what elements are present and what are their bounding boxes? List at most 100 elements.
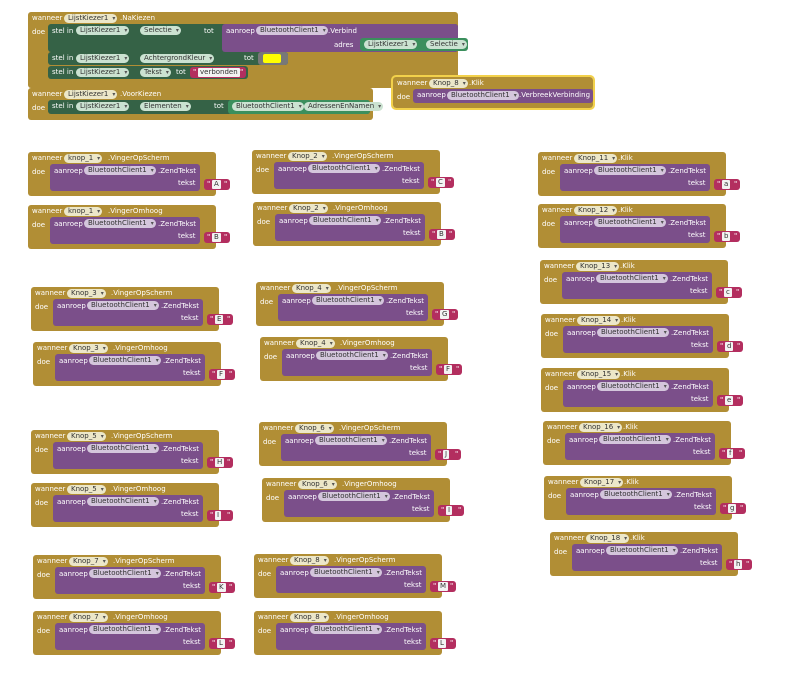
text-literal-value[interactable]: L <box>438 639 446 648</box>
component-dropdown[interactable]: Knop_3 <box>67 289 106 298</box>
event-block-send-text[interactable]: wanneer Knop_8 .VingerOpScherm doe aanro… <box>254 554 456 598</box>
text-literal-block[interactable]: " I " <box>207 510 233 521</box>
set-property-dropdown[interactable]: Tekst <box>140 68 171 77</box>
component-dropdown[interactable]: Knop_6 <box>298 480 337 489</box>
set-selection-block[interactable]: stel in LijstKiezer1 Selectie tot aanroe… <box>48 24 468 52</box>
text-literal-value[interactable]: H <box>215 458 225 467</box>
set-component-dropdown[interactable]: LijstKiezer1 <box>76 26 130 35</box>
event-block-send-text[interactable]: wanneer Knop_17 .Klik doe aanroep Blueto… <box>544 476 746 520</box>
call-connect-block[interactable]: aanroep BluetoothClient1 .Verbind adres … <box>222 24 468 52</box>
component-dropdown[interactable]: Knop_12 <box>574 206 618 215</box>
text-literal-block[interactable]: " G " <box>432 309 458 320</box>
text-literal-block[interactable]: " L " <box>209 638 235 649</box>
component-dropdown[interactable]: Knop_4 <box>296 339 335 348</box>
call-component-dropdown[interactable]: BluetoothClient1 <box>315 436 387 445</box>
component-dropdown[interactable]: knop_1 <box>64 154 103 163</box>
text-literal-block[interactable]: " I " <box>438 505 464 516</box>
call-component-dropdown[interactable]: BluetoothClient1 <box>597 382 669 391</box>
component-dropdown[interactable]: Knop_13 <box>576 262 620 271</box>
call-send-text-block[interactable]: aanroep BluetoothClient1 .ZendTekst teks… <box>53 299 203 326</box>
text-literal-value[interactable]: e <box>725 396 734 405</box>
text-literal-block[interactable]: " E " <box>207 314 233 325</box>
call-component-dropdown[interactable]: BluetoothClient1 <box>606 546 678 555</box>
text-literal-block[interactable]: " J " <box>435 449 461 460</box>
event-block-send-text[interactable]: wanneer Knop_4 .VingerOpScherm doe aanro… <box>256 282 458 326</box>
component-dropdown[interactable]: Knop_2 <box>288 152 327 161</box>
event-block-lijstkiezer-nakiezen[interactable]: wanneer LijstKiezer1 .NaKiezen doe stel … <box>28 12 468 88</box>
call-component-dropdown[interactable]: BluetoothClient1 <box>447 91 519 100</box>
call-component-dropdown[interactable]: BluetoothClient1 <box>594 166 666 175</box>
event-block-send-text[interactable]: wanneer Knop_18 .Klik doe aanroep Blueto… <box>550 532 752 576</box>
call-send-text-block[interactable]: aanroep BluetoothClient1 .ZendTekst teks… <box>282 349 432 376</box>
text-literal-value[interactable]: I <box>446 506 453 515</box>
call-component-dropdown[interactable]: BluetoothClient1 <box>89 625 161 634</box>
set-property-dropdown[interactable]: Selectie <box>140 26 181 35</box>
text-literal-value[interactable]: B <box>212 233 221 242</box>
text-literal-value[interactable]: f <box>727 449 734 458</box>
call-send-text-block[interactable]: aanroep BluetoothClient1 .ZendTekst teks… <box>562 272 712 299</box>
text-literal-block[interactable]: " B " <box>429 229 455 240</box>
set-text-block[interactable]: stel in LijstKiezer1 Tekst tot " verbond… <box>48 66 248 79</box>
component-dropdown[interactable]: Knop_17 <box>580 478 624 487</box>
text-literal-value[interactable]: K <box>217 583 226 592</box>
component-dropdown[interactable]: Knop_3 <box>69 344 108 353</box>
call-component-dropdown[interactable]: BluetoothClient1 <box>312 296 384 305</box>
color-swatch-block[interactable] <box>258 52 288 65</box>
text-literal-value[interactable]: J <box>443 450 450 459</box>
call-component-dropdown[interactable]: BluetoothClient1 <box>87 497 159 506</box>
text-literal-value[interactable]: b <box>722 232 731 241</box>
component-dropdown[interactable]: Knop_14 <box>577 316 621 325</box>
component-dropdown[interactable]: LijstKiezer1 <box>64 90 118 99</box>
event-block-send-text[interactable]: wanneer Knop_5 .VingerOpScherm doe aanro… <box>31 430 233 474</box>
call-send-text-block[interactable]: aanroep BluetoothClient1 .ZendTekst teks… <box>563 326 713 353</box>
component-dropdown[interactable]: Knop_4 <box>292 284 331 293</box>
call-component-dropdown[interactable]: BluetoothClient1 <box>308 164 380 173</box>
text-literal-block[interactable]: " A " <box>204 179 230 190</box>
set-component-dropdown[interactable]: LijstKiezer1 <box>76 54 130 63</box>
call-component-dropdown[interactable]: BluetoothClient1 <box>310 625 382 634</box>
event-block-send-text[interactable]: wanneer Knop_16 .Klik doe aanroep Blueto… <box>543 421 745 465</box>
call-component-dropdown[interactable]: BluetoothClient1 <box>87 444 159 453</box>
event-block-send-text[interactable]: wanneer Knop_4 .VingerOmhoog doe aanroep… <box>260 337 462 381</box>
call-send-text-block[interactable]: aanroep BluetoothClient1 .ZendTekst teks… <box>55 623 205 650</box>
call-component-dropdown[interactable]: BluetoothClient1 <box>309 216 381 225</box>
text-literal-block[interactable]: " c " <box>716 287 742 298</box>
call-component-dropdown[interactable]: BluetoothClient1 <box>89 569 161 578</box>
text-literal-block[interactable]: " h " <box>726 559 752 570</box>
call-send-text-block[interactable]: aanroep BluetoothClient1 .ZendTekst teks… <box>274 162 424 189</box>
component-dropdown[interactable]: Knop_15 <box>577 370 621 379</box>
call-component-dropdown[interactable]: BluetoothClient1 <box>87 301 159 310</box>
text-literal-value[interactable]: G <box>440 310 450 319</box>
event-block-send-text[interactable]: wanneer Knop_3 .VingerOpScherm doe aanro… <box>31 287 233 331</box>
set-property-dropdown[interactable]: Elementen <box>140 102 191 111</box>
yellow-color-swatch[interactable] <box>263 54 281 63</box>
call-send-text-block[interactable]: aanroep BluetoothClient1 .ZendTekst teks… <box>281 434 431 461</box>
text-literal-value[interactable]: c <box>724 288 732 297</box>
component-dropdown[interactable]: Knop_7 <box>69 557 108 566</box>
getter-component-dropdown[interactable]: BluetoothClient1 <box>232 102 304 111</box>
call-send-text-block[interactable]: aanroep BluetoothClient1 .ZendTekst teks… <box>55 567 205 594</box>
call-component-dropdown[interactable]: BluetoothClient1 <box>84 219 156 228</box>
text-literal-block[interactable]: " f " <box>719 448 745 459</box>
text-literal-value[interactable]: a <box>722 180 731 189</box>
call-send-text-block[interactable]: aanroep BluetoothClient1 .ZendTekst teks… <box>276 566 426 593</box>
text-literal-value[interactable]: E <box>215 315 224 324</box>
text-literal-block[interactable]: " verbonden " <box>190 67 246 78</box>
component-dropdown[interactable]: knop_1 <box>64 207 103 216</box>
text-literal-block[interactable]: " L " <box>430 638 456 649</box>
event-block-send-text[interactable]: wanneer Knop_6 .VingerOmhoog doe aanroep… <box>262 478 464 522</box>
call-send-text-block[interactable]: aanroep BluetoothClient1 .ZendTekst teks… <box>275 214 425 241</box>
call-send-text-block[interactable]: aanroep BluetoothClient1 .ZendTekst teks… <box>284 490 434 517</box>
set-component-dropdown[interactable]: LijstKiezer1 <box>76 102 130 111</box>
text-literal-block[interactable]: " H " <box>207 457 233 468</box>
event-block-send-text[interactable]: wanneer knop_1 .VingerOpScherm doe aanro… <box>28 152 230 196</box>
event-block-send-text[interactable]: wanneer Knop_14 .Klik doe aanroep Blueto… <box>541 314 743 358</box>
event-block-send-text[interactable]: wanneer Knop_7 .VingerOmhoog doe aanroep… <box>33 611 235 655</box>
text-literal-value[interactable]: F <box>217 370 226 379</box>
event-block-send-text[interactable]: wanneer Knop_11 .Klik doe aanroep Blueto… <box>538 152 740 196</box>
text-literal-block[interactable]: " M " <box>430 581 456 592</box>
call-disconnect-block[interactable]: aanroep BluetoothClient1 .VerbreekVerbin… <box>413 89 593 103</box>
call-send-text-block[interactable]: aanroep BluetoothClient1 .ZendTekst teks… <box>566 488 716 515</box>
event-block-send-text[interactable]: wanneer Knop_2 .VingerOpScherm doe aanro… <box>252 150 454 194</box>
event-block-send-text[interactable]: wanneer Knop_15 .Klik doe aanroep Blueto… <box>541 368 743 412</box>
